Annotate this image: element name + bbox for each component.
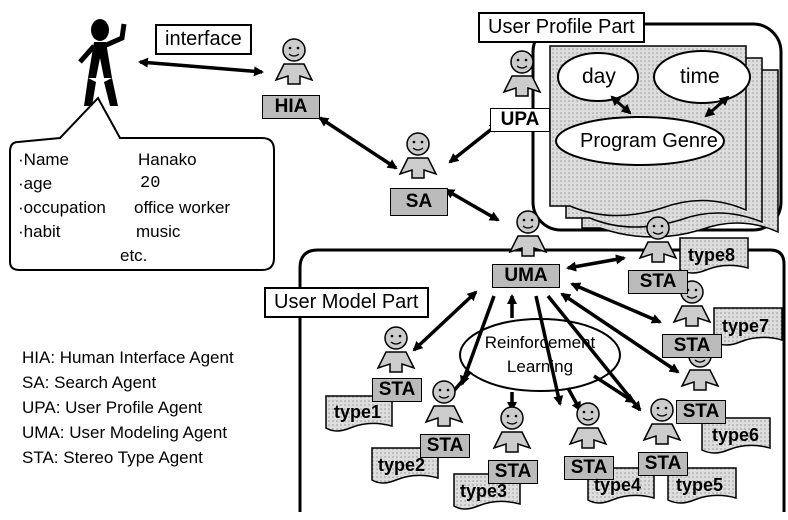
type2-label: type2 xyxy=(378,455,426,475)
uma-sta8-arrow xyxy=(566,254,626,272)
program-genre-label: Program Genre xyxy=(580,130,718,152)
uma-label: UMA xyxy=(492,264,560,288)
type1-label: type1 xyxy=(334,402,382,422)
sta5-agent-icon xyxy=(643,398,681,445)
profile-etc: etc. xyxy=(120,246,148,265)
connections xyxy=(138,57,680,412)
hia-sa-arrow xyxy=(318,116,398,170)
sa-agent-icon xyxy=(399,132,437,179)
sta4-label: STA xyxy=(564,456,614,480)
sta3-agent-icon xyxy=(493,406,531,453)
legend-sa: SA: Search Agent xyxy=(22,373,157,392)
uma-sta6-arrow xyxy=(560,292,680,374)
sta1-agent-icon xyxy=(377,326,415,373)
user-profile-part-title: User Profile Part xyxy=(478,12,645,43)
time-genre-arrow xyxy=(704,95,730,118)
profile-value-age: 20 xyxy=(140,174,161,193)
human-user-icon xyxy=(78,19,127,106)
uma-sta1-arrow xyxy=(412,290,478,352)
profile-value-habit: music xyxy=(136,222,181,241)
legend-uma: UMA: User Modeling Agent xyxy=(22,423,228,442)
time-label: time xyxy=(680,65,720,88)
profile-value-occupation: office worker xyxy=(134,198,231,217)
sta5-label: STA xyxy=(638,452,688,476)
reinforcement-label-1: Reinforcement xyxy=(484,333,596,352)
profile-value-name: Hanako xyxy=(138,150,197,169)
rl-sta4-arrow xyxy=(566,387,582,412)
sa-label: SA xyxy=(390,188,448,216)
reinforcement-label-2: Learning xyxy=(506,357,574,376)
legend-upa: UPA: User Profile Agent xyxy=(22,398,203,417)
sa-uma-arrow xyxy=(444,188,500,222)
hia-agent-icon xyxy=(275,38,313,85)
type8-label: type8 xyxy=(688,245,736,265)
sta3-label: STA xyxy=(488,460,538,484)
uma-sta5-arrow xyxy=(546,294,642,412)
interface-label: interface xyxy=(155,24,252,55)
profile-key-occupation: ·occupation xyxy=(18,198,106,217)
sta1-label: STA xyxy=(372,378,422,402)
upa-label: UPA xyxy=(490,108,550,132)
type3-label: type3 xyxy=(460,481,508,501)
type-tags xyxy=(325,237,783,510)
profile-key-age: ·age xyxy=(18,174,53,193)
day-genre-arrow xyxy=(610,95,632,115)
sta4-agent-icon xyxy=(569,402,607,449)
sta8-label: STA xyxy=(628,270,688,294)
program-genre-ellipse xyxy=(555,116,725,166)
type5-label: type5 xyxy=(676,475,724,495)
profile-key-name: ·Name xyxy=(18,150,70,169)
sta7-label: STA xyxy=(662,334,722,358)
day-label: day xyxy=(582,65,616,88)
uma-sta2-arrow xyxy=(460,295,496,386)
hia-label: HIA xyxy=(262,95,320,119)
user-model-part-title: User Model Part xyxy=(264,287,429,318)
day-ellipse xyxy=(557,52,639,102)
type7-label: type7 xyxy=(722,316,770,336)
user-hia-arrow xyxy=(138,57,264,77)
sta6-label: STA xyxy=(676,400,726,424)
legend-sta: STA: Stereo Type Agent xyxy=(22,448,203,467)
sta2-label: STA xyxy=(420,434,470,458)
time-ellipse xyxy=(653,50,751,104)
type6-label: type6 xyxy=(712,425,760,445)
uma-sta4-arrow xyxy=(534,295,564,406)
profile-bubble xyxy=(9,96,275,271)
rl-sta5-arrow xyxy=(593,374,636,404)
type4-label: type4 xyxy=(594,475,642,495)
legend-hia: HIA: Human Interface Agent xyxy=(22,348,234,367)
profile-key-habit: ·habit xyxy=(18,222,61,241)
